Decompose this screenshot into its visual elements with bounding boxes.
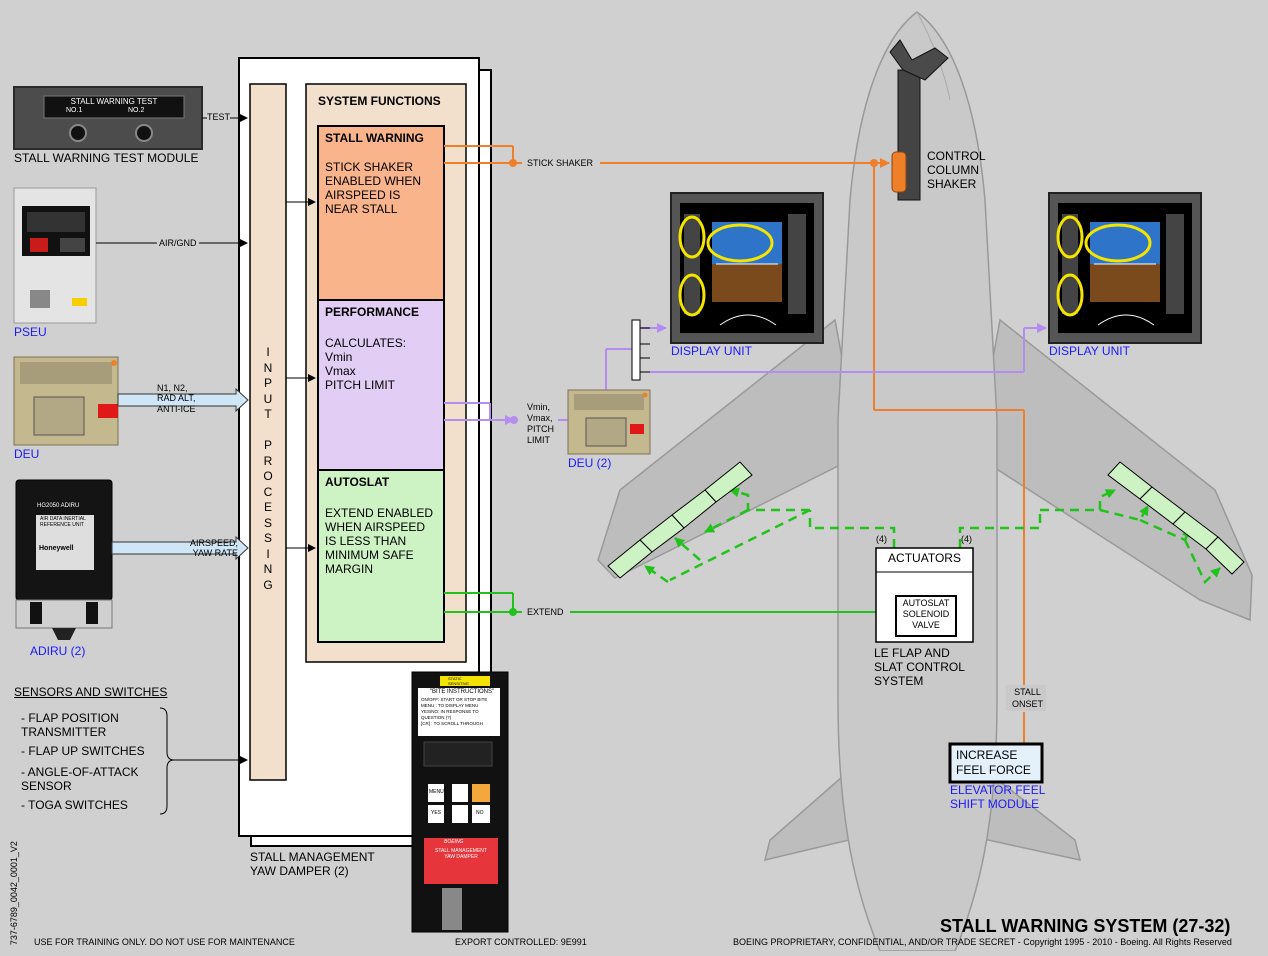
control-column-graphic [889,39,949,201]
sensors-brace [159,707,175,815]
elevator-feel-caption: ELEVATOR FEEL SHIFT MODULE [950,783,1046,811]
test-panel-title: STALL WARNING TEST [70,97,158,106]
footer-side-id: 737-6789_0042_0001_V2 [8,841,19,946]
pseu-unit [13,187,97,324]
footer-training-note: USE FOR TRAINING ONLY. DO NOT USE FOR MA… [34,937,295,947]
bite-static-warning: STATIC SENSITIVE [448,676,469,686]
le-flap-label: LE FLAP AND SLAT CONTROL SYSTEM [874,646,965,688]
actuators-box [875,547,974,643]
stall-onset-label: STALL ONSET [1012,687,1044,709]
autoslat-body: EXTEND ENABLED WHEN AIRSPEED IS LESS THA… [325,506,434,576]
adiru-sublabel: AIR DATA INERTIAL REFERENCE UNIT [40,516,86,528]
bite-no-key: NO [476,810,484,816]
deu-unit [13,356,119,446]
test-signal-label: TEST [207,112,231,123]
deu-caption: DEU [14,447,40,461]
adiru-label: HG2050 ADIRU [37,503,80,509]
sensor-item: - FLAP UP SWITCHES [21,744,145,758]
system-functions-heading: SYSTEM FUNCTIONS [318,94,441,108]
stall-warning-body: STICK SHAKER ENABLED WHEN AIRSPEED IS NE… [325,160,422,216]
bus-arrows [111,387,249,561]
performance-title: PERFORMANCE [325,305,420,319]
deu2-unit [567,389,651,455]
arinc-bus-symbol [631,319,650,381]
elevator-feel-box-label: INCREASE FEEL FORCE [956,748,1031,777]
adiru-caption: ADIRU (2) [30,644,86,658]
test-panel-no1: NO.1 [66,107,83,114]
air-gnd-label: AIR/GND [157,238,199,249]
control-column-label: CONTROL COLUMN SHAKER [927,149,986,191]
display-left-caption: DISPLAY UNIT [671,344,752,358]
autoslat-valve-label: AUTOSLAT SOLENOID VALVE [902,598,950,630]
airplane [597,11,1253,952]
sensor-item: - TOGA SWITCHES [21,798,128,812]
stall-warning-test-module [13,86,203,150]
bite-menu-key: MENU [429,789,444,795]
adiru-unit [15,479,113,640]
bite-plate: STALL MANAGEMENT YAW DAMPER [435,848,487,860]
input-processing-label: I N P U T P R O C E S S I N G [263,345,273,592]
bite-line: [CR] : TO SCROLL THROUGH [421,721,483,726]
extend-label: EXTEND [527,607,564,617]
purple-vmin-lines [444,323,1047,425]
performance-body: CALCULATES: Vmin Vmax PITCH LIMIT [325,336,407,392]
bite-line: MENU : TO DISPLAY MENU [421,703,479,708]
adiru-signal-label: AIRSPEED, YAW RATE [189,538,238,559]
display-right-caption: DISPLAY UNIT [1049,344,1130,358]
slat-panels [607,461,1245,579]
stick-shaker-label: STICK SHAKER [527,158,594,168]
sensor-item: - ANGLE-OF-ATTACK SENSOR [21,765,139,793]
page-title: STALL WARNING SYSTEM (27-32) [940,916,1231,936]
display-unit-left-graphic [670,192,824,344]
pseu-caption: PSEU [14,325,47,339]
test-module-caption: STALL WARNING TEST MODULE [14,151,199,165]
display-unit-right-graphic [1048,192,1202,344]
bite-yes-key: YES [431,810,442,816]
adiru-brand: Honeywell [39,545,74,552]
stall-warning-title: STALL WARNING [325,131,424,145]
bite-line: YES/NO: IN RESPONSE TO QUESTION (?) [421,709,479,720]
footer-export-note: EXPORT CONTROLLED: 9E991 [455,937,587,947]
test-panel-no2: NO.2 [128,107,145,114]
actuator-count-right: (4) [961,534,972,544]
orange-stick-shaker-lines [444,145,1029,771]
elevator-feel-box [948,742,1044,784]
bite-heading: "BITE INSTRUCTIONS" [429,689,495,695]
actuator-count-left: (4) [876,534,887,544]
autoslat-title: AUTOSLAT [325,475,390,489]
sensor-item: - FLAP POSITION TRANSMITTER [21,711,119,739]
footer-copyright: BOEING PROPRIETARY, CONFIDENTIAL, AND/OR… [733,937,1232,947]
vmin-label: Vmin, Vmax, PITCH LIMIT [527,402,554,445]
bite-panel [411,671,509,933]
actuators-title: ACTUATORS [888,551,961,565]
deu2-caption: DEU (2) [568,456,612,470]
sensors-heading: SENSORS AND SWITCHES [14,685,168,699]
bite-brand: BOEING [444,839,464,845]
deu-signal-label: N1, N2, RAD ALT, ANTI-ICE [157,383,196,414]
green-dashed-actuation [644,487,1221,585]
smyd-caption: STALL MANAGEMENT YAW DAMPER (2) [250,850,375,878]
bite-line: ON/OFF: START OR STOP BITE [421,697,488,702]
